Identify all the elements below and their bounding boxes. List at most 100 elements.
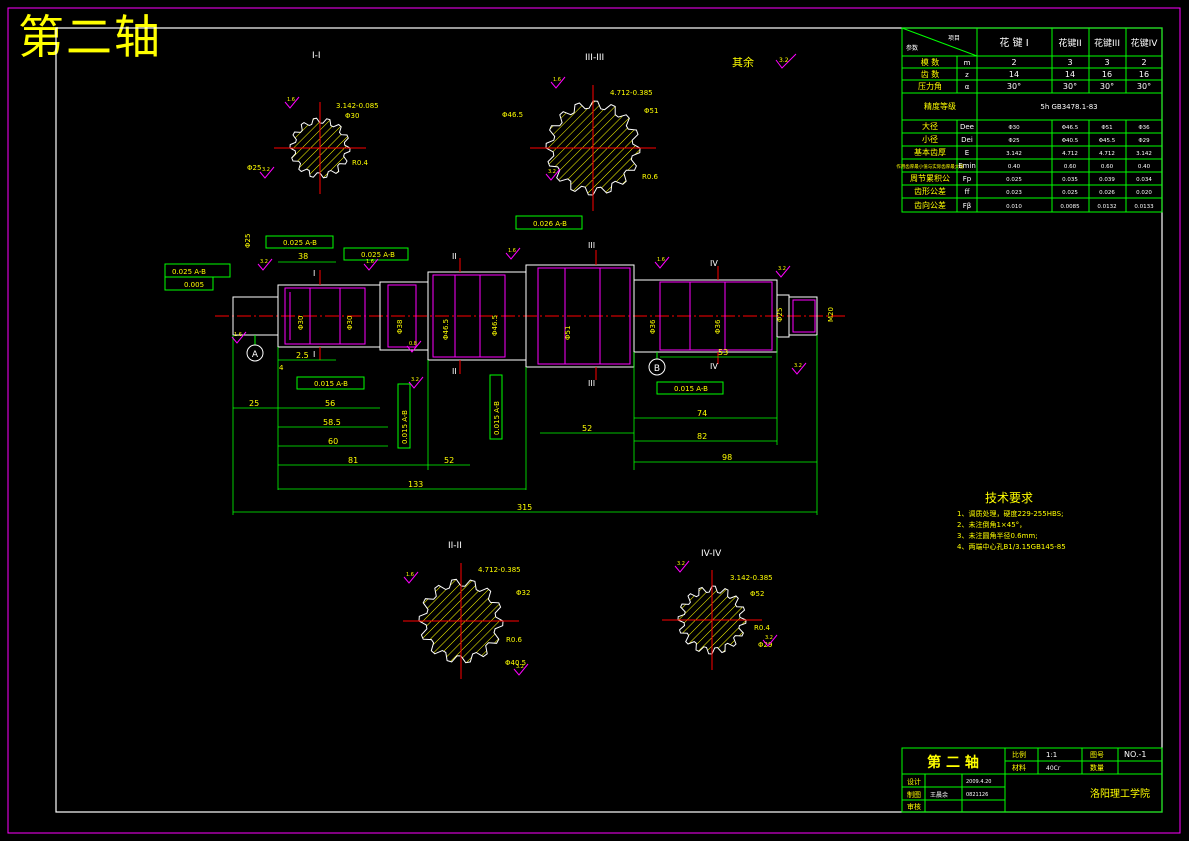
drawing-no: NO.-1 bbox=[1124, 750, 1146, 759]
table-cell: 0.010 bbox=[1006, 204, 1022, 210]
roughness-icon bbox=[513, 663, 529, 676]
table-header-4: 花键IV bbox=[1131, 37, 1159, 49]
table-cell: Φ51 bbox=[1101, 125, 1112, 131]
roughness-icon bbox=[259, 166, 275, 179]
roughness-value: 3.2 bbox=[794, 363, 802, 369]
svg-text:52: 52 bbox=[582, 424, 592, 433]
roughness-icon bbox=[775, 265, 791, 278]
roughness-icon bbox=[791, 362, 807, 375]
svg-text:Φ30: Φ30 bbox=[297, 316, 305, 330]
roughness-value: 1.6 bbox=[657, 257, 665, 263]
tech-req-item-1: 1、调质处理，硬度229-255HBS; bbox=[957, 509, 1063, 518]
table-cell: 0.039 bbox=[1099, 177, 1115, 183]
table-row-symbol: Dei bbox=[961, 136, 973, 144]
svg-text:Φ46.5: Φ46.5 bbox=[491, 315, 499, 336]
drawer-name: 王晨余 bbox=[930, 791, 948, 799]
section-cut-marks: I I II II III III IV IV bbox=[313, 241, 719, 388]
svg-text:Φ32: Φ32 bbox=[516, 589, 530, 597]
roughness-value: 3.2 bbox=[411, 377, 419, 383]
table-cell: Φ29 bbox=[1138, 138, 1150, 144]
roughness-icon bbox=[654, 256, 670, 269]
table-row-span: 5h GB3478.1-83 bbox=[1040, 103, 1097, 111]
table-cell: 0.034 bbox=[1136, 177, 1152, 183]
rest-note: 其余 bbox=[732, 55, 754, 69]
roughness-icon bbox=[363, 258, 379, 271]
qty-label: 数量 bbox=[1090, 763, 1104, 772]
svg-text:315: 315 bbox=[517, 503, 532, 512]
table-row-symbol: α bbox=[965, 83, 970, 91]
svg-text:III: III bbox=[588, 241, 595, 250]
svg-text:Φ51: Φ51 bbox=[564, 326, 572, 340]
draw-label: 制图 bbox=[907, 790, 921, 799]
roughness-value: 3.2 bbox=[516, 664, 524, 670]
tolerance-frame-3: 0.025 A-B bbox=[283, 239, 317, 247]
drawing-title: 第二轴 bbox=[18, 10, 162, 64]
table-header-2: 花键II bbox=[1058, 37, 1081, 49]
svg-text:A: A bbox=[252, 350, 259, 360]
tolerance-frame-4: 0.025 A-B bbox=[361, 251, 395, 259]
roughness-icon bbox=[284, 96, 300, 109]
table-cell: 30° bbox=[1100, 82, 1114, 91]
tech-req-item-4: 4、两端中心孔B1/3.15GB145-85 bbox=[957, 542, 1066, 551]
section-4-notes: 3.142-0.385 Φ52 R0.4 Φ29 bbox=[730, 574, 773, 649]
roughness-value: 0.8 bbox=[409, 341, 417, 347]
table-cell: 4.712 bbox=[1099, 151, 1115, 157]
svg-text:4: 4 bbox=[279, 364, 284, 372]
table-row-label: 齿形公差 bbox=[914, 186, 946, 196]
table-cell: 0.025 bbox=[1006, 177, 1022, 183]
svg-text:I: I bbox=[313, 350, 315, 359]
svg-text:82: 82 bbox=[697, 432, 707, 441]
svg-text:Φ30: Φ30 bbox=[345, 112, 359, 120]
svg-text:II: II bbox=[452, 367, 457, 376]
rest-roughness-icon: 3.2 bbox=[775, 53, 797, 69]
roughness-value: 3.2 bbox=[677, 561, 685, 567]
table-cell: 3 bbox=[1104, 58, 1109, 67]
table-cell: Φ46.5 bbox=[1062, 125, 1079, 131]
table-cell: 0.60 bbox=[1101, 164, 1114, 170]
table-row-symbol: Dee bbox=[960, 123, 974, 131]
svg-text:Φ25: Φ25 bbox=[247, 164, 261, 172]
svg-text:4.712-0.385: 4.712-0.385 bbox=[610, 89, 653, 97]
section-3-notes: 4.712-0.385 Φ51 R0.6 Φ46.5 bbox=[502, 89, 659, 181]
table-cell: 0.40 bbox=[1138, 164, 1151, 170]
table-corner-top: 项目 bbox=[948, 35, 960, 42]
svg-text:56: 56 bbox=[325, 399, 335, 408]
svg-text:R0.6: R0.6 bbox=[642, 173, 659, 181]
tech-req-item-3: 3、未注圆角半径0.6mm; bbox=[957, 531, 1038, 540]
table-cell: 2 bbox=[1141, 58, 1146, 67]
roughness-value: 1.6 bbox=[366, 259, 374, 265]
roughness-value: 3.2 bbox=[260, 259, 268, 265]
svg-text:R0.6: R0.6 bbox=[506, 636, 523, 644]
table-cell: 0.023 bbox=[1006, 190, 1022, 196]
svg-text:Φ46.5: Φ46.5 bbox=[442, 319, 450, 340]
roughness-icon bbox=[545, 168, 561, 181]
table-row-symbol: Emin bbox=[958, 162, 976, 170]
table-header-3: 花键III bbox=[1094, 37, 1120, 49]
spline-sections bbox=[274, 85, 762, 679]
svg-text:58.5: 58.5 bbox=[323, 418, 341, 427]
svg-text:B: B bbox=[654, 364, 660, 374]
roughness-value: 1.6 bbox=[553, 77, 561, 83]
design-label: 设计 bbox=[907, 777, 921, 786]
roughness-value: 3.2 bbox=[778, 266, 786, 272]
roughness-icon bbox=[674, 560, 690, 573]
datum-b-icon: B bbox=[648, 352, 666, 376]
svg-text:4.712-0.385: 4.712-0.385 bbox=[478, 566, 521, 574]
table-cell: Φ30 bbox=[1008, 125, 1020, 131]
svg-text:III: III bbox=[588, 379, 595, 388]
roughness-value: 1.6 bbox=[406, 572, 414, 578]
svg-text:IV: IV bbox=[710, 259, 718, 268]
table-cell: 0.035 bbox=[1062, 177, 1078, 183]
table-row-label: 小径 bbox=[922, 134, 938, 144]
section-label-2: II-II bbox=[448, 541, 462, 551]
table-cell: 3.142 bbox=[1006, 151, 1022, 157]
roughness-value: 1.6 bbox=[234, 332, 242, 338]
svg-text:M20: M20 bbox=[827, 307, 835, 322]
material-label: 材料 bbox=[1012, 763, 1026, 772]
table-row-symbol: ff bbox=[965, 188, 970, 196]
table-cell: 16 bbox=[1139, 70, 1149, 79]
table-cell: 30° bbox=[1063, 82, 1077, 91]
audit-label: 审核 bbox=[907, 802, 921, 811]
svg-text:2.5: 2.5 bbox=[296, 351, 309, 360]
